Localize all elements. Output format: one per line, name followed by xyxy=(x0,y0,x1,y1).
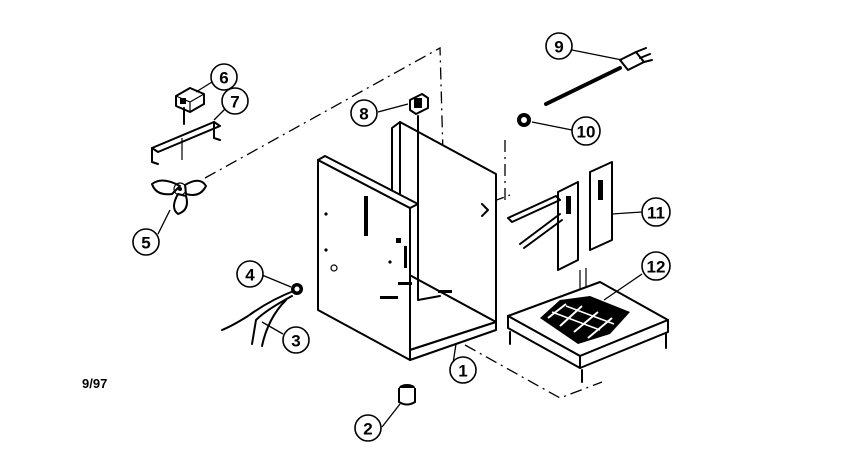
callout-9-label: 9 xyxy=(554,38,563,57)
heating-element-assembly xyxy=(507,161,613,294)
callout-10-label: 10 xyxy=(577,123,596,142)
date-code: 9/97 xyxy=(82,376,107,391)
callout-4: 4 xyxy=(236,260,264,288)
callout-1: 1 xyxy=(449,356,477,384)
callout-7: 7 xyxy=(221,87,249,115)
temperature-probe xyxy=(544,47,653,106)
strain-relief xyxy=(291,264,338,295)
callout-3: 3 xyxy=(282,326,310,354)
callout-8-label: 8 xyxy=(359,105,368,124)
fan-motor xyxy=(175,87,205,125)
callout-11: 11 xyxy=(641,197,671,227)
callout-9: 9 xyxy=(545,32,573,60)
clip xyxy=(409,93,429,115)
leader-lines xyxy=(157,49,643,428)
callout-8: 8 xyxy=(350,99,378,127)
callout-6-label: 6 xyxy=(219,69,228,88)
callout-12: 12 xyxy=(641,251,671,281)
callout-6: 6 xyxy=(210,63,238,91)
callout-4-label: 4 xyxy=(245,266,255,285)
callout-7-label: 7 xyxy=(230,93,239,112)
callout-11-label: 11 xyxy=(647,204,665,223)
callout-5: 5 xyxy=(132,228,160,256)
fan-blade xyxy=(151,179,207,215)
callout-10: 10 xyxy=(571,116,601,146)
callout-12-label: 12 xyxy=(647,258,666,277)
power-cord xyxy=(221,289,297,347)
callout-3-label: 3 xyxy=(291,332,300,351)
callout-2: 2 xyxy=(354,414,382,442)
callout-5-label: 5 xyxy=(141,234,150,253)
callout-2-label: 2 xyxy=(363,420,372,439)
cabinet-housing xyxy=(317,115,497,361)
callout-1-label: 1 xyxy=(458,362,467,381)
grill-tray xyxy=(507,281,669,383)
motor-bracket xyxy=(151,121,221,165)
bushing xyxy=(517,113,531,127)
foot xyxy=(398,384,416,406)
